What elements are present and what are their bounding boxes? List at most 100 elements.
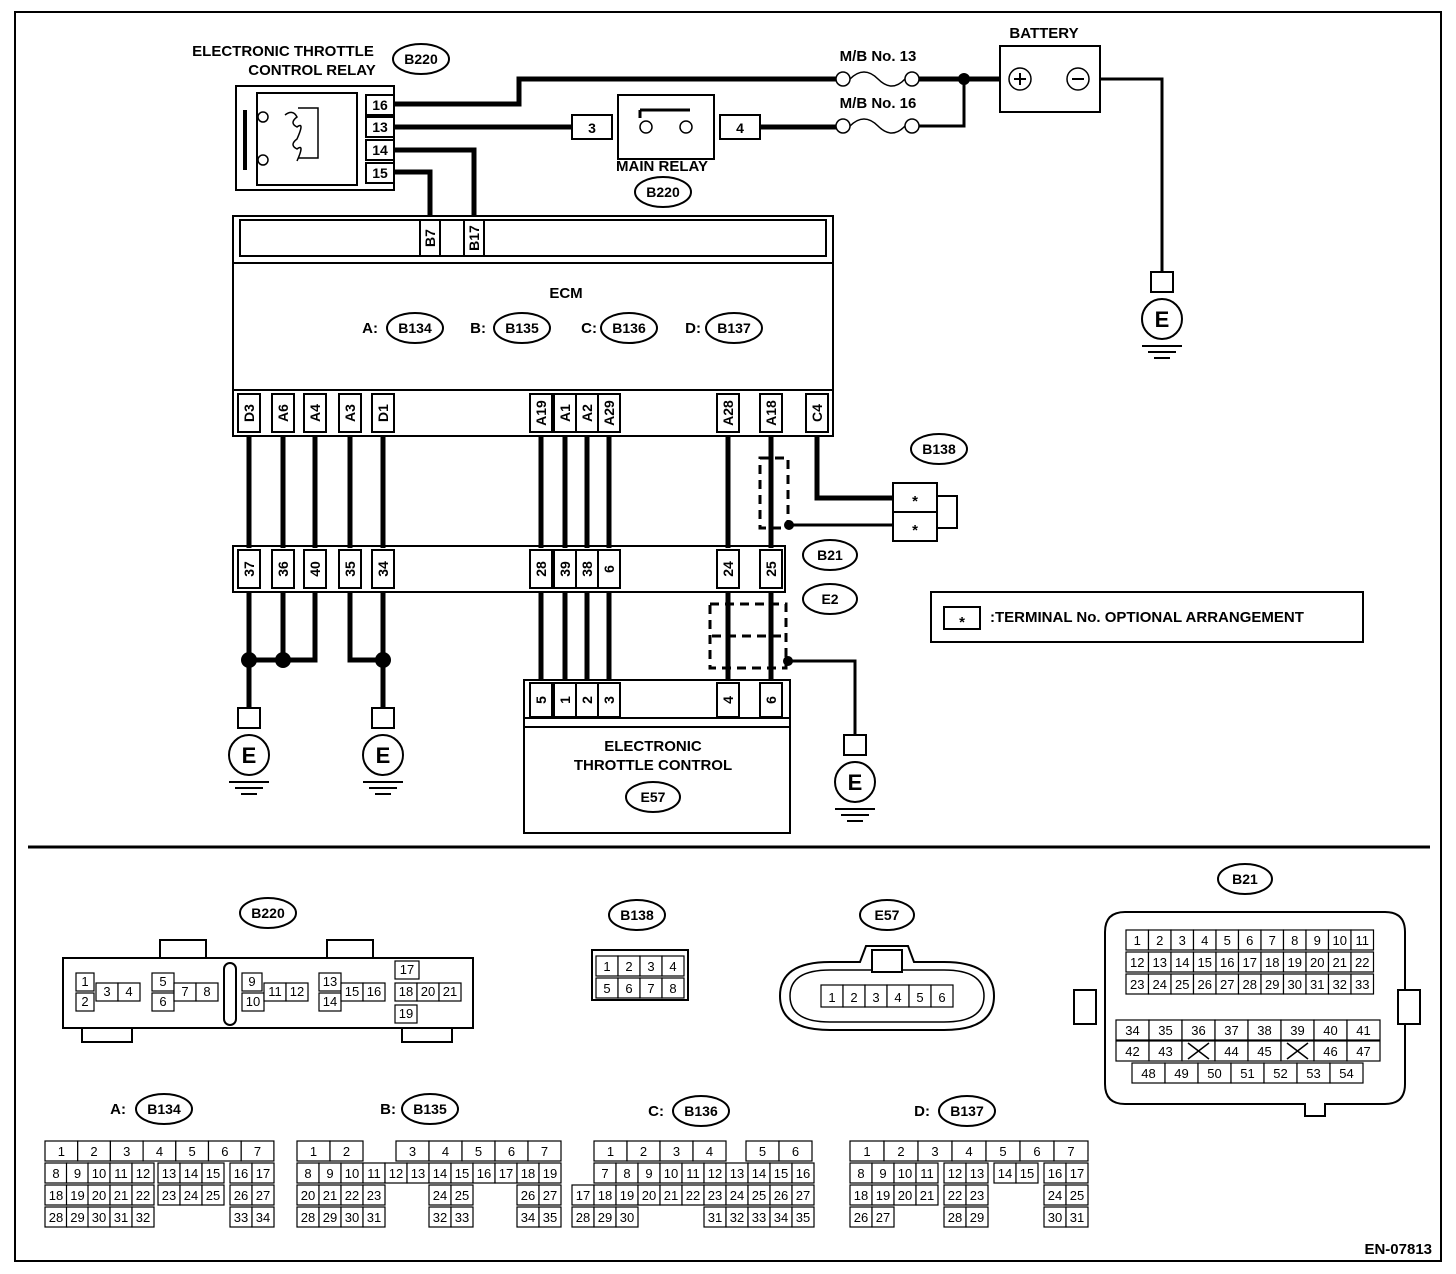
b134-pin-21: 21 [114,1188,128,1203]
svg-text:B136: B136 [612,320,646,336]
e57-pin-3: 3 [872,990,879,1005]
b135-pin-20: 20 [301,1188,315,1203]
b21-face-pin-40: 40 [1323,1023,1337,1038]
b136-pin-32: 32 [730,1210,744,1225]
b135-pin-25: 25 [455,1188,469,1203]
b135-pin-6: 6 [508,1144,515,1159]
b21-face-pin-52: 52 [1273,1066,1287,1081]
b137-pin-3: 3 [931,1144,938,1159]
svg-text:D:: D: [914,1103,930,1120]
etc-badge: E57 [625,781,681,813]
b136-pin-5: 5 [759,1144,766,1159]
b21-face-pin-3: 3 [1179,933,1186,948]
b136-pin-35: 35 [796,1210,810,1225]
b21-face-pin-15: 15 [1198,955,1212,970]
b134-pin-13: 13 [162,1166,176,1181]
b136-pin-26: 26 [774,1188,788,1203]
b134-pin-20: 20 [92,1188,106,1203]
b134-pin-19: 19 [70,1188,84,1203]
svg-text:E: E [376,743,391,768]
b135-pin-8: 8 [304,1166,311,1181]
b220-pin-19: 19 [399,1006,413,1021]
svg-text:A:: A: [362,320,378,337]
b136-pin-15: 15 [774,1166,788,1181]
legend-text: :TERMINAL No. OPTIONAL ARRANGEMENT [990,609,1304,626]
b134-pin-29: 29 [70,1210,84,1225]
b21-face-pin-23: 23 [1130,977,1144,992]
b220-pin-11: 11 [268,984,282,999]
b138-pin-3: 3 [647,959,654,974]
ecm-pin-d3: D3 [241,404,257,422]
etc-pin-6: 6 [763,696,779,704]
b138-sensor: B138 * * [892,433,968,542]
svg-text:B134: B134 [398,320,432,336]
b136-pin-7: 7 [601,1166,608,1181]
b136-pin-14: 14 [752,1166,766,1181]
b220-pin-2: 2 [81,994,88,1009]
b134-pin-34: 34 [256,1210,270,1225]
svg-text:B:: B: [470,320,486,337]
b21-face-pin-14: 14 [1175,955,1189,970]
b134-pin-15: 15 [206,1166,220,1181]
b21-face-pin-38: 38 [1257,1023,1271,1038]
ecm-pin-a3: A3 [342,404,358,422]
b220-pin-14: 14 [323,994,337,1009]
b21-face-pin-24: 24 [1153,977,1167,992]
relay-pin-16: 16 [372,97,388,113]
b135-pin-27: 27 [543,1188,557,1203]
b21-face-pin-2: 2 [1156,933,1163,948]
svg-text:B137: B137 [950,1103,984,1119]
b220-pin-21: 21 [443,984,457,999]
ecm-b21-wires [246,436,893,548]
b137-pin-15: 15 [1020,1166,1034,1181]
b135-pin-22: 22 [345,1188,359,1203]
b21-face-pin-8: 8 [1291,933,1298,948]
b135-pin-10: 10 [345,1166,359,1181]
b135-pin-5: 5 [475,1144,482,1159]
svg-text:B136: B136 [684,1103,718,1119]
svg-text:B21: B21 [817,547,843,563]
b134-pin-7: 7 [254,1144,261,1159]
b220-pin-16: 16 [367,984,381,999]
b136-pin-17: 17 [576,1188,590,1203]
b220-pin-8: 8 [203,984,210,999]
svg-text:B220: B220 [251,905,285,921]
b134-pin-5: 5 [189,1144,196,1159]
b137-pin-24: 24 [1048,1188,1062,1203]
b220-pin-20: 20 [421,984,435,999]
b136-pin-29: 29 [598,1210,612,1225]
ecm-pin-a28: A28 [720,400,736,426]
b220-pin-13: 13 [323,974,337,989]
relay-pin-13: 13 [372,119,388,135]
b21-face-pin-28: 28 [1243,977,1257,992]
b136-pin-28: 28 [576,1210,590,1225]
b137-pin-25: 25 [1070,1188,1084,1203]
b135-pin-14: 14 [433,1166,447,1181]
blank-pin-icon [1187,1042,1210,1060]
svg-text:B134: B134 [147,1101,181,1117]
b21-pin-6: 6 [601,565,617,573]
b21-pin-28: 28 [533,561,549,577]
b21-face-pin-50: 50 [1207,1066,1221,1081]
b137-pin-13: 13 [970,1166,984,1181]
svg-text:C:: C: [648,1103,664,1120]
etc-title-1: ELECTRONIC [604,738,702,755]
svg-text:B:: B: [380,1101,396,1118]
b136-pin-18: 18 [598,1188,612,1203]
b135-pin-31: 31 [367,1210,381,1225]
ecm-connector-labels: A: B134 B: B135 C: B136 D: B137 [362,312,763,344]
b21-badge: B21 [802,539,858,571]
b21-face-pin-20: 20 [1310,955,1324,970]
b21-face-pin-26: 26 [1198,977,1212,992]
b220-pin-15: 15 [345,984,359,999]
svg-text:D:: D: [685,320,701,337]
svg-text:B220: B220 [404,51,438,67]
b21-face-pin-27: 27 [1220,977,1234,992]
b21-pin-25: 25 [763,561,779,577]
b138-pin-2: 2 [625,959,632,974]
b135-pin-13: 13 [411,1166,425,1181]
b135-pin-23: 23 [367,1188,381,1203]
b136-pin-11: 11 [686,1166,700,1181]
